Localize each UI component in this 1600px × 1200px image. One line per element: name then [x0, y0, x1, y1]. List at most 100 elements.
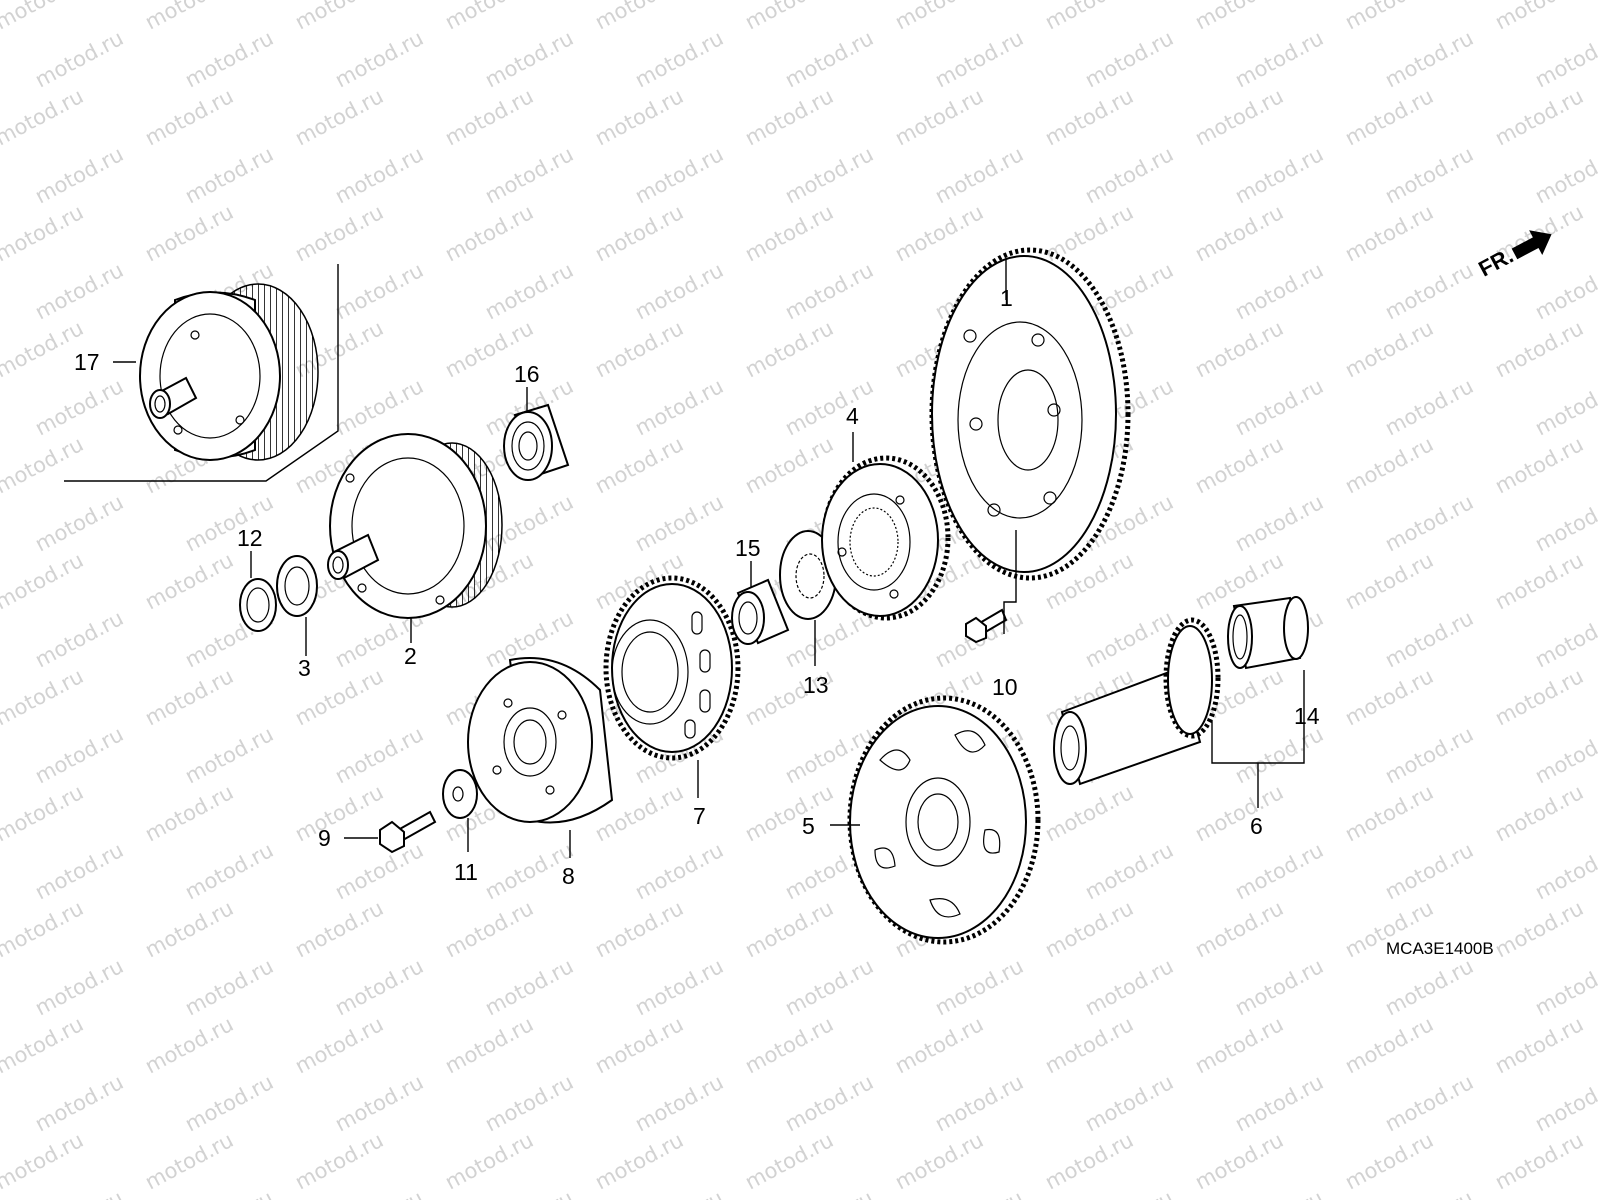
watermark-text: motod.ru — [781, 258, 877, 324]
watermark-text: motod.ru — [1041, 84, 1137, 150]
watermark-text: motod.ru — [1341, 664, 1437, 730]
watermark-text: motod.ru — [181, 1070, 277, 1136]
part-12-ring — [239, 578, 277, 632]
watermark-text: motod.ru — [1381, 142, 1477, 208]
watermark-text: motod.ru — [291, 1128, 387, 1194]
watermark-text: motod.ru — [1531, 142, 1600, 208]
watermark-text: motod.ru — [481, 1070, 577, 1136]
watermark-text: motod.ru — [781, 374, 877, 440]
watermark-text: motod.ru — [1381, 490, 1477, 556]
part-9-bolt — [379, 810, 437, 854]
watermark-text: motod.ru — [291, 84, 387, 150]
watermark-text: motod.ru — [631, 374, 727, 440]
watermark-text: motod.ru — [31, 490, 127, 556]
watermark-text: motod.ru — [141, 200, 237, 266]
watermark-text: motod.ru — [1531, 258, 1600, 324]
watermark-text: motod.ru — [1191, 1128, 1287, 1194]
watermark-text: motod.ru — [181, 838, 277, 904]
watermark-text: motod.ru — [141, 1012, 237, 1078]
watermark-text: motod.ru — [0, 896, 87, 962]
watermark-text: motod.ru — [1341, 0, 1437, 34]
watermark-text: motod.ru — [931, 954, 1027, 1020]
watermark-text: motod.ru — [291, 200, 387, 266]
watermark-text: motod.ru — [331, 142, 427, 208]
watermark-text: motod.ru — [481, 26, 577, 92]
part-5-gear — [847, 695, 1041, 945]
inset-frame — [64, 264, 339, 482]
callout-10: 10 — [992, 674, 1018, 700]
watermark-text: motod.ru — [1191, 0, 1287, 34]
watermark-text: motod.ru — [1491, 0, 1587, 34]
watermark-text: motod.ru — [1531, 722, 1600, 788]
watermark-text: motod.ru — [1341, 1012, 1437, 1078]
watermark-text: motod.ru — [1041, 200, 1137, 266]
watermark-text: motod.ru — [0, 1128, 87, 1194]
watermark-text: motod.ru — [891, 200, 987, 266]
watermark-text: motod.ru — [1231, 1186, 1327, 1200]
watermark-text: motod.ru — [1381, 26, 1477, 92]
watermark-text: motod.ru — [1231, 490, 1327, 556]
callouts: 17 16 12 3 2 15 13 4 1 10 5 8 7 11 9 14 … — [74, 285, 1320, 889]
watermark-text: motod.ru — [181, 722, 277, 788]
watermark-text: motod.ru — [591, 1012, 687, 1078]
watermark-text: motod.ru — [741, 1012, 837, 1078]
watermark-text: motod.ru — [1191, 316, 1287, 382]
watermark-text: motod.ru — [0, 200, 87, 266]
watermark-text: motod.ru — [591, 84, 687, 150]
watermark-text: motod.ru — [1231, 258, 1327, 324]
watermark-text: motod.ru — [0, 432, 87, 498]
watermark-text: motod.ru — [181, 954, 277, 1020]
watermark-text: motod.ru — [481, 258, 577, 324]
watermark-text: motod.ru — [1191, 84, 1287, 150]
callout-16: 16 — [514, 361, 540, 387]
watermark-text: motod.ru — [741, 780, 837, 846]
watermark-text: motod.ru — [331, 954, 427, 1020]
watermark-text: motod.ru — [1081, 954, 1177, 1020]
watermark-text: motod.ru — [741, 1128, 837, 1194]
part-15-needle-bearing — [731, 578, 790, 645]
watermark-text: motod.ru — [1191, 200, 1287, 266]
watermark-text: motod.ru — [331, 374, 427, 440]
watermark-text: motod.ru — [1491, 896, 1587, 962]
watermark-text: motod.ru — [291, 1012, 387, 1078]
watermark-text: motod.ru — [1531, 1186, 1600, 1200]
callout-15: 15 — [735, 535, 761, 561]
watermark-text: motod.ru — [741, 0, 837, 34]
watermark-text: motod.ru — [1081, 1070, 1177, 1136]
watermark-text: motod.ru — [1041, 0, 1137, 34]
watermark-text: motod.ru — [1491, 780, 1587, 846]
watermark-text: motod.ru — [141, 84, 237, 150]
callout-9: 9 — [318, 825, 331, 851]
watermark-text: motod.ru — [141, 1128, 237, 1194]
watermark-text: motod.ru — [631, 838, 727, 904]
watermark-text: motod.ru — [781, 142, 877, 208]
callout-11: 11 — [454, 859, 478, 885]
watermark-text: motod.ru — [591, 200, 687, 266]
watermark-text: motod.ru — [441, 0, 537, 34]
watermark-text: motod.ru — [331, 838, 427, 904]
watermark-text: motod.ru — [1081, 26, 1177, 92]
watermark-text: motod.ru — [181, 490, 277, 556]
part-14-sleeve — [1227, 596, 1309, 670]
callout-2: 2 — [404, 643, 417, 669]
callout-3: 3 — [298, 655, 311, 681]
callout-14: 14 — [1294, 703, 1320, 729]
watermark-text: motod.ru — [1531, 838, 1600, 904]
watermark-text: motod.ru — [1491, 316, 1587, 382]
watermark-text: motod.ru — [1081, 142, 1177, 208]
watermark-text: motod.ru — [1041, 896, 1137, 962]
watermark-text: motod.ru — [931, 26, 1027, 92]
watermark-text: motod.ru — [0, 84, 87, 150]
watermark-text: motod.ru — [631, 142, 727, 208]
diagram-code: MCA3E1400B — [1386, 939, 1494, 958]
leader-lines — [113, 258, 1305, 858]
watermark-text: motod.ru — [631, 258, 727, 324]
watermark-text: motod.ru — [931, 1186, 1027, 1200]
part-1-gear — [929, 247, 1131, 581]
watermark-text: motod.ru — [1381, 838, 1477, 904]
watermark-text: motod.ru — [1231, 1070, 1327, 1136]
watermark-text: motod.ru — [1531, 374, 1600, 440]
watermark-text: motod.ru — [1381, 1186, 1477, 1200]
part-10-bolt — [965, 608, 1008, 644]
watermark-text: motod.ru — [1531, 1070, 1600, 1136]
